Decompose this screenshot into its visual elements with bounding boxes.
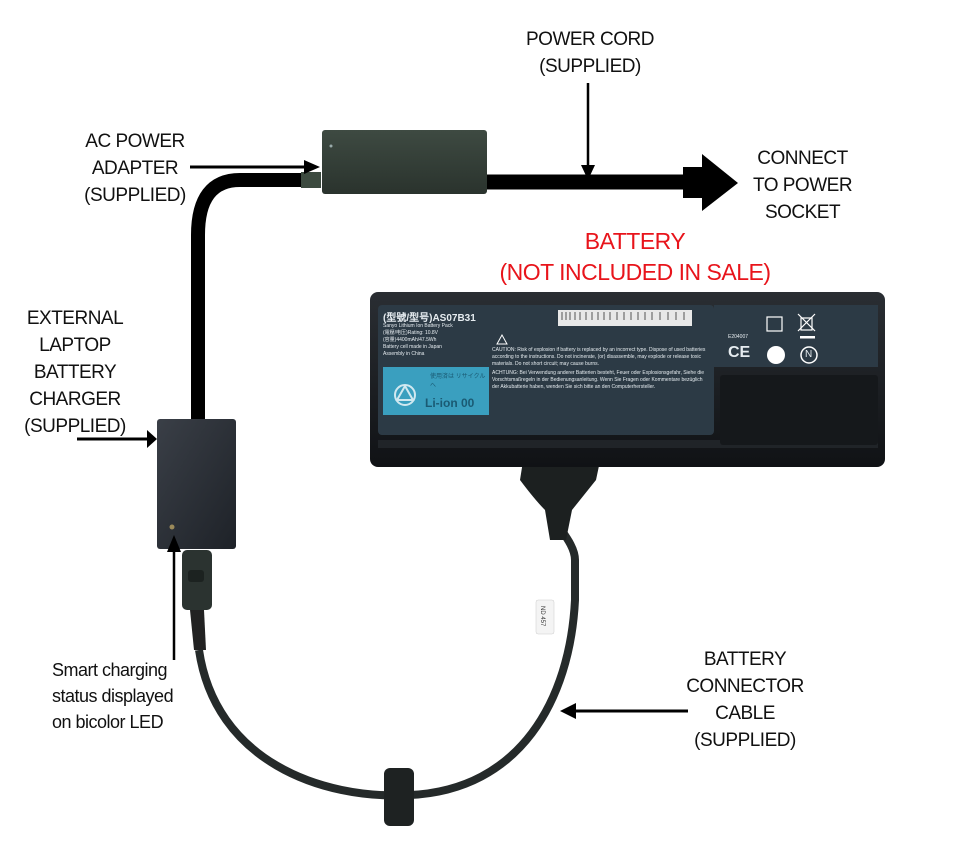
label-line: CHARGER	[29, 389, 121, 410]
safety-cert-icon	[766, 316, 783, 332]
ac-power-adapter	[322, 130, 487, 194]
cable-velcro-strap	[384, 768, 414, 826]
label-line: (SUPPLIED)	[24, 416, 126, 437]
led-arrowhead-icon	[167, 535, 181, 552]
ce-mark-icon: CE	[728, 344, 751, 361]
cable-tag	[535, 599, 555, 635]
recycle-type: Li-ion 00	[425, 396, 475, 410]
adapter-strain-relief	[301, 172, 321, 188]
label-line: SOCKET	[764, 202, 841, 223]
adapter-to-charger-cable	[191, 173, 320, 420]
power-socket-arrow-icon	[683, 154, 738, 211]
label-line: (NOT INCLUDED IN SALE)	[499, 259, 771, 285]
label-line: CONNECT	[757, 148, 848, 169]
barcode-lines	[561, 312, 685, 320]
weee-bin-icon	[797, 313, 816, 332]
battery-specs: Sanyo Lithium Ion Battery Pack (電壓/电压)Ra…	[383, 323, 493, 358]
round-cert-icon	[767, 346, 785, 364]
plug-strain-relief	[190, 610, 206, 650]
power-cord-arrowhead-icon	[581, 165, 595, 180]
battery-achtung: ACHTUNG: Bei Verwendung anderer Batterie…	[492, 370, 705, 390]
battery-connector-head	[520, 461, 600, 540]
ac-adapter-arrowhead-icon	[304, 160, 320, 174]
battery-rating: (電壓/电压)Rating: 10.8V	[383, 330, 439, 336]
label-line: BATTERY	[703, 649, 787, 670]
battery-origin-assembly: Assembly in China	[383, 351, 425, 357]
label-line: CONNECTOR	[686, 676, 804, 697]
label-line: BATTERY	[584, 228, 686, 254]
label-line: on bicolor LED	[52, 712, 164, 732]
connector-cable-arrowhead-icon	[560, 703, 576, 719]
label-line: EXTERNAL	[26, 308, 124, 329]
label-line: POWER CORD	[526, 29, 655, 50]
label-line: Smart charging	[52, 660, 168, 680]
connect-socket-label: CONNECT TO POWER SOCKET	[725, 145, 880, 226]
battery-caution: CAUTION: Risk of explosion if battery is…	[492, 347, 706, 367]
recycle-japanese: 使用済は リサイクルへ	[430, 374, 486, 389]
charger-arrowhead-icon	[147, 430, 157, 448]
label-line: TO POWER	[752, 175, 853, 196]
battery-brand: Sanyo Lithium Ion Battery Pack	[383, 323, 453, 329]
n-cert-icon	[800, 346, 818, 364]
label-line: status displayed	[52, 686, 174, 706]
battery-not-included-label: BATTERY (NOT INCLUDED IN SALE)	[470, 226, 800, 288]
label-line: ADAPTER	[91, 158, 179, 179]
label-line: (SUPPLIED)	[84, 185, 186, 206]
n-mark-text: N	[805, 349, 813, 360]
caution-triangle-icon	[496, 333, 508, 345]
led-status-label: Smart charging status displayed on bicol…	[52, 657, 222, 735]
adapter-led-icon	[329, 144, 333, 148]
cable-tag-text: ND 457	[539, 606, 545, 627]
connector-cable-label: BATTERY CONNECTOR CABLE (SUPPLIED)	[665, 646, 825, 754]
battery-side-block	[720, 375, 878, 445]
battery-barcode	[558, 310, 692, 326]
battery-origin-cell: Battery cell made in Japan	[383, 344, 442, 350]
weee-bar-icon	[800, 336, 815, 339]
external-charger-label: EXTERNAL LAPTOP BATTERY CHARGER (SUPPLIE…	[5, 305, 145, 440]
plug-latch-icon	[188, 570, 204, 582]
battery-connector-cable	[195, 518, 579, 800]
battery-bottom-ridge	[378, 440, 878, 448]
external-battery-charger	[157, 419, 236, 549]
label-line: AC POWER	[85, 131, 185, 152]
battery-capacity: (容量)4400mAh/47.5Wh	[383, 337, 437, 343]
label-line: LAPTOP	[39, 335, 111, 356]
recycle-icon	[394, 383, 416, 406]
ac-adapter-label: AC POWER ADAPTER (SUPPLIED)	[55, 128, 215, 209]
label-line: BATTERY	[33, 362, 117, 383]
battery-recycle-panel	[383, 367, 489, 415]
power-cord-label: POWER CORD (SUPPLIED)	[490, 26, 690, 80]
bicolor-led-icon	[169, 524, 175, 530]
ul-code: E204007	[728, 334, 749, 340]
label-line: (SUPPLIED)	[694, 730, 796, 751]
battery-model: (型號/型号)AS07B31	[383, 313, 476, 324]
battery-cert-panel	[714, 305, 878, 367]
label-line: CABLE	[715, 703, 775, 724]
label-line: (SUPPLIED)	[539, 56, 641, 77]
